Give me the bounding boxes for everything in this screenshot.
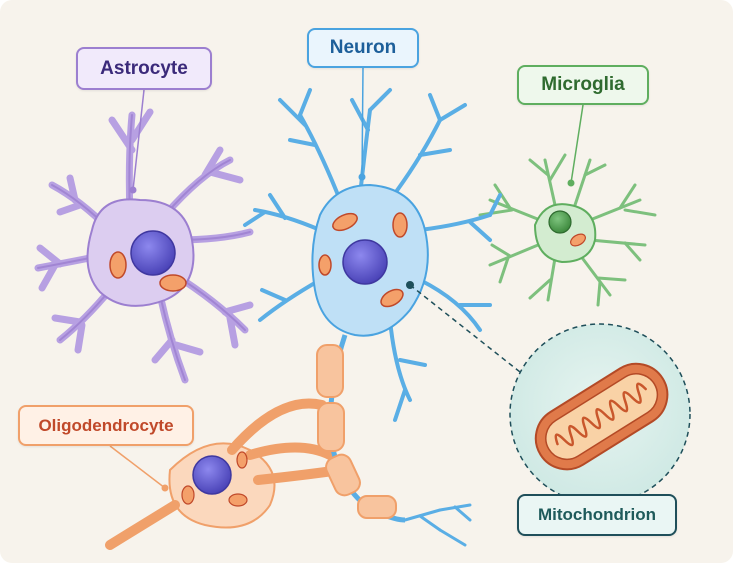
mitochondrion-icon [406,281,691,505]
astrocyte-cell-icon [34,108,254,384]
mitochondrion-label: Mitochondrion [517,494,677,536]
microglia-cell-icon [478,153,657,307]
oligodendrocyte-cell-icon [105,398,345,550]
neuron-label: Neuron [307,28,419,68]
microglia-label: Microglia [517,65,649,105]
leader-lines [109,67,584,489]
astrocyte-label: Astrocyte [76,47,212,90]
oligodendrocyte-label: Oligodendrocyte [18,405,194,446]
neuron-cell-icon [243,88,502,547]
